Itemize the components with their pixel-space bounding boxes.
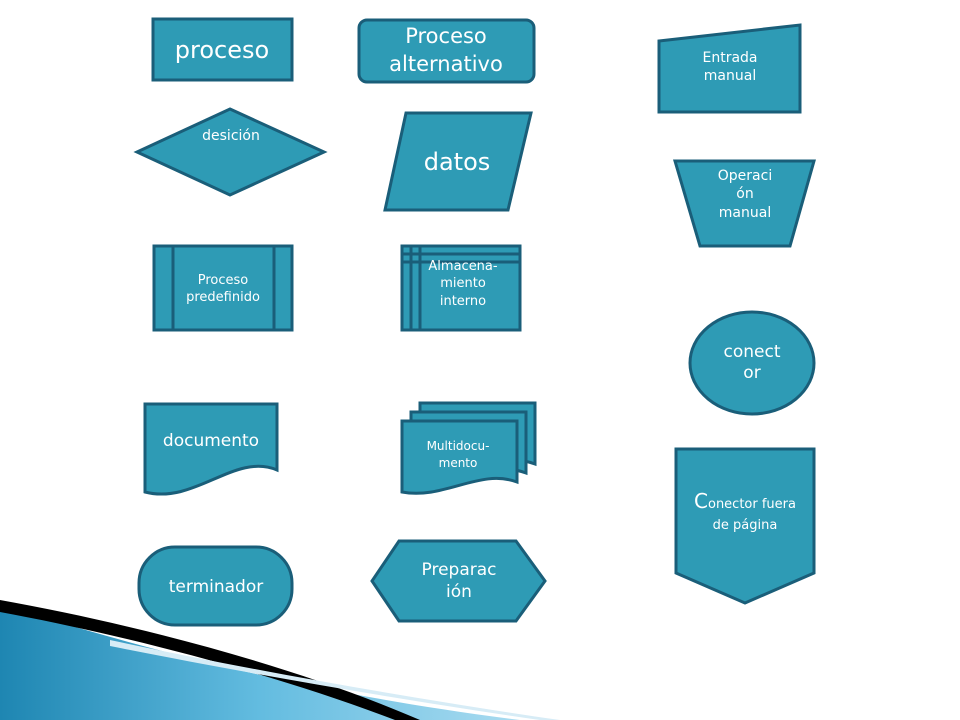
- swoosh-black-line: [0, 600, 420, 720]
- multidocumento-shape: Multidocu- mento: [400, 401, 537, 495]
- entrada-manual-shape: Entrada manual: [657, 23, 802, 114]
- proceso-alternativo-label-2: alternativo: [389, 52, 503, 76]
- preparacion-label-2: ión: [446, 582, 472, 602]
- proceso-alternativo-rect: [357, 18, 536, 84]
- conector-fuera-pentagon: [674, 447, 816, 605]
- datos-label: datos: [424, 148, 491, 176]
- operacion-manual-shape: Operaci ón manual: [672, 159, 816, 248]
- terminador-shape: terminador: [137, 545, 294, 627]
- proceso-alternativo-shape: Proceso alternativo: [357, 18, 536, 84]
- proceso-alternativo-label-1: Proceso: [405, 24, 487, 48]
- operacion-manual-label-1: Operaci: [718, 168, 772, 184]
- proceso-label: proceso: [175, 36, 269, 64]
- almacenamiento-interno-label-2: miento: [440, 276, 486, 291]
- conector-fuera-shape: Conector fuera de página: [674, 447, 816, 605]
- desicion-label: desición: [202, 128, 260, 144]
- proceso-shape: proceso: [151, 17, 294, 82]
- terminador-label: terminador: [169, 577, 263, 597]
- proceso-predefinido-shape: Proceso predefinido: [152, 244, 294, 332]
- multidocumento-page-front: [400, 419, 519, 495]
- entrada-manual-label-2: manual: [704, 68, 756, 84]
- conector-circle: [688, 310, 816, 416]
- datos-shape: datos: [383, 111, 533, 212]
- proceso-predefinido-label-1: Proceso: [198, 273, 249, 288]
- proceso-predefinido-label-2: predefinido: [186, 290, 260, 305]
- conector-label-2: or: [743, 363, 760, 383]
- multidocumento-label-1: Multidocu-: [427, 439, 490, 453]
- desicion-shape: desición: [133, 107, 328, 197]
- terminador-rect: [137, 545, 294, 627]
- preparacion-shape: Preparac ión: [370, 539, 547, 623]
- operacion-manual-label-2: ón: [736, 186, 753, 202]
- documento-label: documento: [163, 431, 259, 451]
- documento-path: [143, 402, 279, 496]
- preparacion-label-1: Preparac: [422, 560, 497, 580]
- conector-fuera-label-1: Conector fuera: [694, 489, 796, 513]
- almacenamiento-interno-label-3: interno: [440, 294, 486, 309]
- proceso-rect: [151, 17, 294, 82]
- entrada-manual-label-1: Entrada: [702, 50, 757, 66]
- proceso-predefinido-rect: [152, 244, 294, 332]
- almacenamiento-interno-rect: [400, 244, 522, 332]
- multidocumento-label-2: mento: [439, 456, 478, 470]
- operacion-manual-trapezoid: [672, 159, 816, 248]
- datos-parallelogram: [383, 111, 533, 212]
- preparacion-hexagon: [370, 539, 547, 623]
- desicion-diamond: [133, 107, 328, 197]
- conector-label-1: conect: [724, 342, 781, 362]
- operacion-manual-label-3: manual: [719, 205, 771, 221]
- conector-fuera-label-cap: C: [694, 489, 708, 513]
- almacenamiento-interno-shape: Almacena- miento interno: [400, 244, 522, 332]
- conector-fuera-label-2: de página: [713, 518, 778, 533]
- swoosh-blue: [0, 605, 520, 720]
- conector-shape: conect or: [688, 310, 816, 416]
- entrada-manual-polygon: [657, 23, 802, 114]
- documento-shape: documento: [143, 402, 279, 496]
- almacenamiento-interno-label-1: Almacena-: [428, 259, 497, 274]
- conector-fuera-label-rest: onector fuera: [708, 497, 796, 512]
